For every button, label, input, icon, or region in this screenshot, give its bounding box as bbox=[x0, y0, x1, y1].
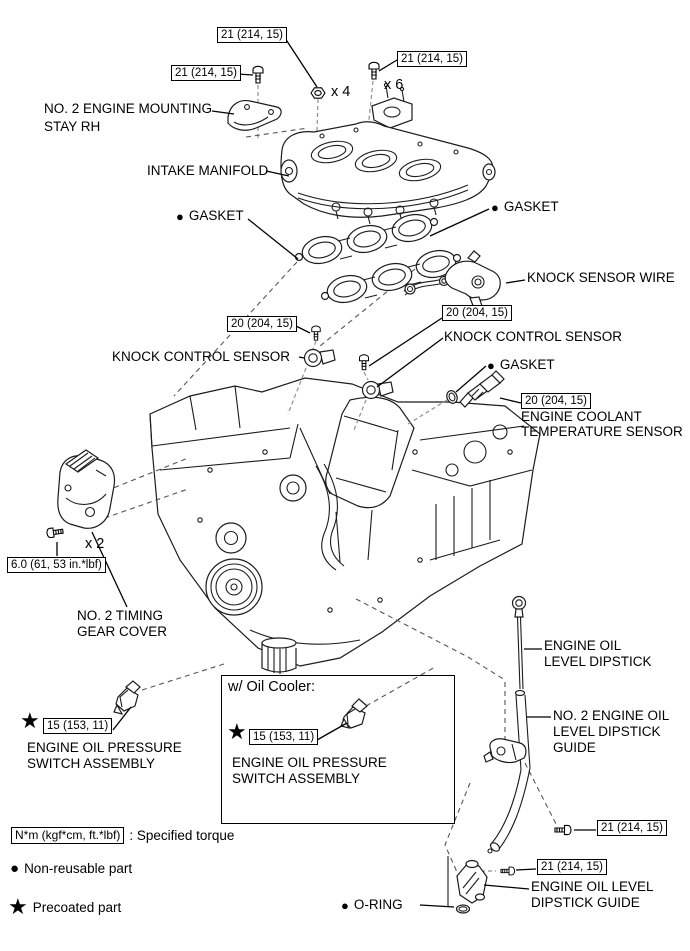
knock-control-sensor-b-drawing bbox=[361, 380, 394, 400]
mounting-stay-drawing bbox=[227, 99, 282, 131]
gasket-lower-drawing bbox=[320, 249, 462, 304]
legend-torque: N*m (kgf*cm, ft.*lbf) : Specified torque bbox=[11, 827, 234, 844]
non-reusable-icon: ● bbox=[176, 208, 184, 224]
torque-spec-box: 20 (204, 15) bbox=[442, 305, 513, 321]
non-reusable-icon: ● bbox=[487, 357, 495, 373]
nut-icon bbox=[310, 87, 326, 99]
oil-pressure-switch-drawing bbox=[113, 680, 141, 715]
label-o-ring: ● O-RING bbox=[341, 897, 403, 913]
label-knock-sensor-wire: KNOCK SENSOR WIRE bbox=[527, 270, 675, 285]
label-intake-manifold: INTAKE MANIFOLD bbox=[147, 163, 269, 178]
bolt-icon bbox=[368, 61, 380, 80]
torque-unit-box: N*m (kgf*cm, ft.*lbf) bbox=[11, 827, 125, 844]
precoated-icon: ★ bbox=[227, 719, 247, 744]
torque-spec-box: 15 (153, 11) bbox=[249, 729, 319, 745]
non-reusable-text: Non-reusable part bbox=[24, 861, 133, 876]
knock-sensor-wire-drawing bbox=[403, 250, 501, 309]
bolt-icon bbox=[45, 526, 65, 539]
oil-pressure-switch-cooler-drawing bbox=[340, 698, 368, 729]
gasket-text: GASKET bbox=[503, 199, 559, 214]
dipstick-drawing bbox=[511, 595, 527, 690]
bolt-icon bbox=[359, 354, 369, 371]
bolt-icon bbox=[311, 325, 321, 341]
bolt-icon bbox=[500, 866, 516, 876]
dipstick-guide-lower-drawing bbox=[456, 859, 488, 904]
torque-spec-box: 6.0 (61, 53 in.*lbf) bbox=[7, 557, 106, 573]
bolt-icon bbox=[554, 824, 572, 836]
gasket-upper-drawing bbox=[294, 213, 439, 265]
label-oil-level-dipstick: ENGINE OIL LEVEL DIPSTICK bbox=[544, 638, 652, 669]
label-knock-control-sensor-right: KNOCK CONTROL SENSOR bbox=[444, 329, 623, 344]
label-gasket-right: ● GASKET bbox=[491, 199, 559, 215]
gasket-text: GASKET bbox=[188, 208, 244, 223]
oil-cooler-variant-box bbox=[221, 675, 455, 824]
torque-spec-box: 21 (214, 15) bbox=[217, 27, 288, 43]
non-reusable-icon: ● bbox=[10, 860, 20, 877]
label-oil-pressure-switch: ENGINE OIL PRESSURE SWITCH ASSEMBLY bbox=[27, 740, 182, 771]
label-timing-gear-cover: NO. 2 TIMING GEAR COVER bbox=[77, 608, 168, 639]
count-x2-label: x 2 bbox=[85, 536, 105, 552]
torque-spec-box: 21 (214, 15) bbox=[397, 51, 468, 67]
engine-assembly-drawing bbox=[149, 377, 541, 674]
label-oil-pressure-switch-cooler: ENGINE OIL PRESSURE SWITCH ASSEMBLY bbox=[232, 755, 387, 786]
legend-precoated: ★ Precoated part bbox=[8, 896, 121, 918]
gasket-text: GASKET bbox=[499, 357, 555, 372]
torque-spec-box: 20 (204, 15) bbox=[521, 393, 592, 409]
label-gasket-center: ● GASKET bbox=[487, 357, 555, 373]
torque-spec-box: 21 (214, 15) bbox=[537, 859, 608, 875]
leader-lines bbox=[56, 34, 596, 908]
intake-manifold-drawing bbox=[280, 82, 496, 225]
o-ring-text: O-RING bbox=[353, 897, 403, 912]
label-dipstick-guide: ENGINE OIL LEVEL DIPSTICK GUIDE bbox=[531, 879, 654, 910]
non-reusable-icon: ● bbox=[491, 199, 499, 215]
label-gasket-left: ● GASKET bbox=[176, 208, 244, 224]
label-mounting-stay: NO. 2 ENGINE MOUNTING STAY RH bbox=[44, 101, 213, 134]
legend-non-reusable: ● Non-reusable part bbox=[10, 861, 132, 876]
knock-control-sensor-a-drawing bbox=[303, 348, 336, 368]
precoated-icon: ★ bbox=[8, 894, 28, 919]
o-ring-drawing bbox=[455, 904, 471, 914]
torque-desc: : Specified torque bbox=[129, 828, 235, 843]
torque-spec-box: 21 (214, 15) bbox=[171, 65, 242, 81]
torque-spec-box: 15 (153, 11) bbox=[43, 718, 113, 734]
bolt-icon bbox=[252, 65, 264, 84]
label-coolant-sensor: ENGINE COOLANT TEMPERATURE SENSOR bbox=[521, 409, 683, 439]
torque-spec-box: 21 (214, 15) bbox=[597, 820, 668, 836]
precoated-icon: ★ bbox=[20, 708, 40, 733]
oil-cooler-heading: w/ Oil Cooler: bbox=[228, 679, 316, 695]
label-no2-dipstick-guide: NO. 2 ENGINE OIL LEVEL DIPSTICK GUIDE bbox=[553, 708, 670, 755]
precoated-text: Precoated part bbox=[32, 899, 122, 915]
dipstick-guide-tube-drawing bbox=[483, 689, 531, 854]
label-knock-control-sensor-left: KNOCK CONTROL SENSOR bbox=[112, 349, 291, 364]
count-x6-label: x 6 bbox=[384, 77, 404, 93]
non-reusable-icon: ● bbox=[341, 897, 349, 913]
count-x4-label: x 4 bbox=[331, 84, 351, 100]
torque-spec-box: 20 (204, 15) bbox=[227, 316, 298, 332]
coolant-temp-sensor-drawing bbox=[446, 370, 505, 408]
timing-gear-cover-drawing bbox=[57, 449, 116, 529]
